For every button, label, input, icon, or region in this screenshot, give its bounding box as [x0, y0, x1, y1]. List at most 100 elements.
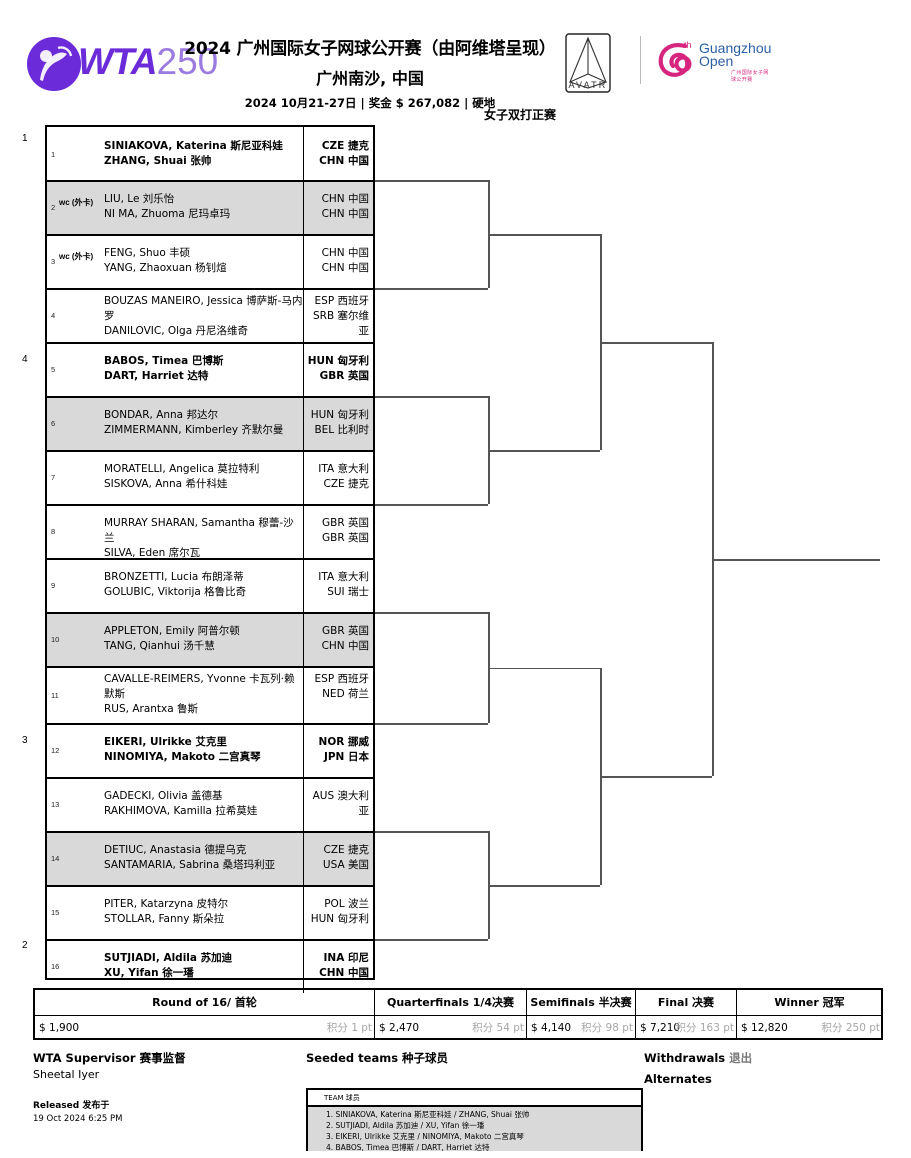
- player-country: ESP 西班牙: [314, 673, 369, 685]
- qf-line-bottom: [375, 939, 488, 941]
- player-name: APPLETON, Emily 阿普尔顿: [104, 625, 240, 637]
- player-name: BOUZAS MANEIRO, Jessica 博萨斯-马内罗: [104, 295, 303, 322]
- player-name: DART, Harriet 达特: [104, 370, 209, 382]
- player-name: YANG, Zhaoxuan 杨钊煊: [104, 262, 227, 274]
- player-name: STOLLAR, Fanny 斯朵拉: [104, 913, 225, 925]
- draw-row-divider: [45, 180, 375, 182]
- wildcard-badge: wc (外卡): [59, 252, 94, 261]
- released-value: 19 Oct 2024 6:25 PM: [33, 1114, 123, 1124]
- draw-row-divider: [45, 234, 375, 236]
- prize-round-header: Quarterfinals 1/4决赛: [375, 990, 527, 1015]
- draw-row-number: 5: [51, 365, 56, 374]
- draw-row-number: 16: [51, 962, 60, 971]
- header-divider: [640, 36, 641, 84]
- player-name: SUTJIADI, Aldila 苏加迪: [104, 952, 233, 964]
- player-country: BEL 比利时: [314, 424, 369, 436]
- player-name: NINOMIYA, Makoto 二宫真琴: [104, 751, 261, 763]
- prize-round-header: Final 决赛: [636, 990, 737, 1015]
- avatr-label: AVATR: [568, 80, 608, 90]
- prize-points: 积分 98 pt: [581, 1022, 633, 1034]
- page-header: WTA250 2024 广州国际女子网球公开赛（由阿维塔呈现） 广州南沙, 中国…: [0, 0, 911, 122]
- player-name: MORATELLI, Angelica 莫拉特利: [104, 463, 260, 475]
- prize-money: $ 2,470: [379, 1022, 420, 1034]
- player-countries: CHN 中国 CHN 中国: [305, 192, 373, 222]
- winner-line: [712, 559, 880, 561]
- player-country: GBR 英国: [319, 370, 369, 382]
- player-country: CHN 中国: [319, 967, 369, 979]
- player-name: SILVA, Eden 席尔瓦: [104, 547, 201, 559]
- qf-line-top: [375, 831, 488, 833]
- prize-value-cell: $ 1,900 积分 1 pt: [35, 1015, 375, 1040]
- draw-row-divider: [45, 504, 375, 506]
- prize-money: $ 1,900: [39, 1022, 80, 1034]
- player-name: TANG, Qianhui 汤千慧: [104, 640, 215, 652]
- player-country: POL 波兰: [324, 898, 369, 910]
- player-country: GBR 英国: [322, 532, 369, 544]
- prize-points: 积分 1 pt: [326, 1022, 372, 1034]
- prize-points: 积分 250 pt: [821, 1022, 881, 1034]
- player-countries: AUS 澳大利亚: [305, 789, 373, 834]
- player-country: INA 印尼: [323, 952, 369, 964]
- player-country: CHN 中国: [321, 208, 369, 220]
- wta-player-icon: [27, 37, 81, 91]
- player-name: LIU, Le 刘乐怡: [104, 193, 175, 205]
- gz-60-swirl-icon: [658, 43, 692, 77]
- supervisor-name: Sheetal Iyer: [33, 1068, 100, 1081]
- qf-line-top: [375, 180, 488, 182]
- player-name: BRONZETTI, Lucia 布朗泽蒂: [104, 571, 244, 583]
- draw-row-divider: [45, 777, 375, 779]
- draw-row-number: 9: [51, 581, 56, 590]
- player-names: EIKERI, Ulrikke 艾克里 NINOMIYA, Makoto 二宫真琴: [104, 735, 304, 765]
- gz-name-line2: Open: [699, 53, 734, 69]
- player-name: SANTAMARIA, Sabrina 桑塔玛利亚: [104, 859, 276, 871]
- player-country: JPN 日本: [323, 751, 369, 763]
- player-name: DANILOVIC, Olga 丹尼洛维奇: [104, 325, 248, 337]
- gz-name-cn: 广州国际女子网球公开赛: [731, 70, 769, 83]
- seeded-team-row: 2. SUTJIADI, Aldila 苏加迪 / XU, Yifan 徐一璠: [326, 1121, 485, 1130]
- player-country: HUN 匈牙利: [310, 913, 369, 925]
- draw-row-divider: [45, 558, 375, 560]
- player-name: GADECKI, Olivia 盖德基: [104, 790, 223, 802]
- qf-line-bottom: [375, 288, 488, 290]
- draw-row-number: 2: [51, 203, 56, 212]
- released-label: Released 发布于: [33, 1101, 110, 1111]
- player-name: EIKERI, Ulrikke 艾克里: [104, 736, 227, 748]
- seeded-team-list: 1. SINIAKOVA, Katerina 斯尼亚科娃 / ZHANG, Sh…: [308, 1107, 641, 1152]
- final-line-top: [600, 342, 712, 344]
- player-country: CHN 中国: [321, 193, 369, 205]
